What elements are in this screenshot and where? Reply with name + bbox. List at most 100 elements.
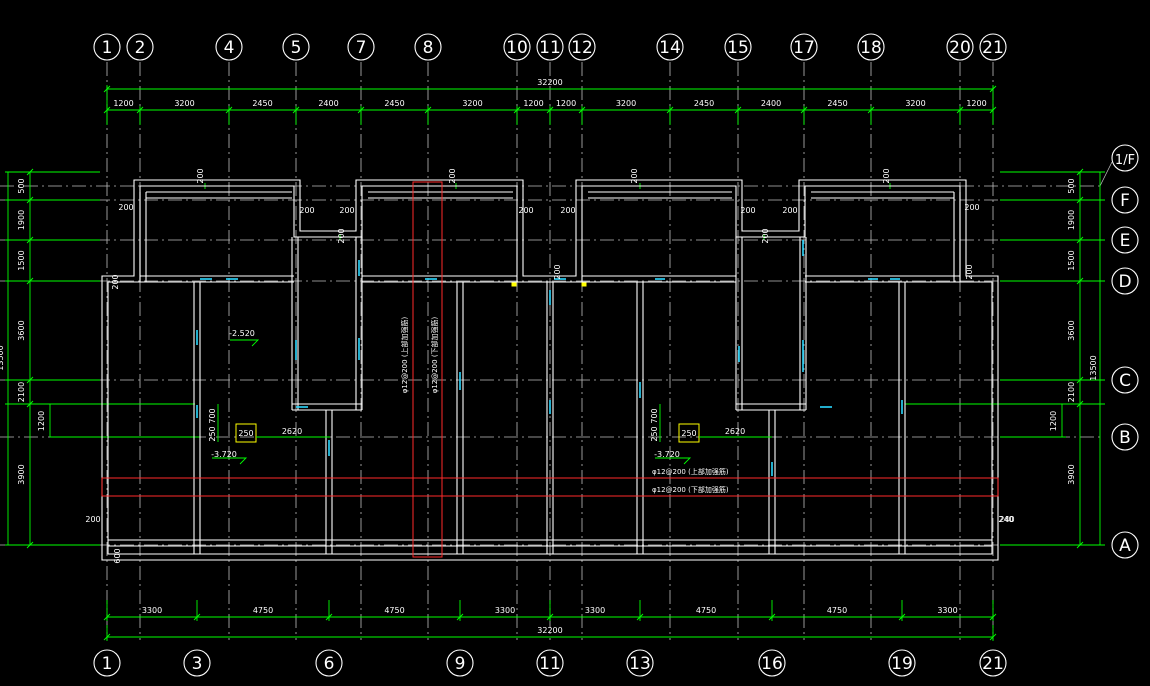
- marker-dot-b: [581, 282, 587, 287]
- left-segment-dimension: 3600: [17, 320, 26, 340]
- bottom-axis-bubble: 3: [183, 649, 211, 677]
- bottom-axis-label: 9: [455, 654, 466, 674]
- right-axis-bubble: F: [1111, 186, 1139, 214]
- top-axis-bubble: 15: [724, 33, 752, 61]
- right-axis-bubble: D: [1111, 267, 1139, 295]
- right-segment-dimension: 3900: [1067, 464, 1076, 484]
- top-axis-label: 18: [860, 38, 882, 58]
- top-segment-dimension: 2450: [384, 99, 404, 108]
- top-segment-dimension: 2400: [761, 99, 781, 108]
- wall-thickness-tag: 200: [965, 264, 974, 279]
- left-segment-dimension: 1500: [17, 250, 26, 270]
- top-axis-label: 11: [539, 38, 561, 58]
- bottom-axis-bubble: 11: [536, 649, 564, 677]
- top-segment-dimension: 1200: [113, 99, 133, 108]
- right-segment-dimension: 3600: [1067, 320, 1076, 340]
- wall-thickness-tag: 200: [553, 264, 562, 279]
- top-axis-label: 10: [506, 38, 528, 58]
- wall-thickness-tag: 200: [560, 206, 575, 215]
- top-segment-dimension: 3200: [616, 99, 636, 108]
- top-segment-dimension: 3200: [174, 99, 194, 108]
- bottom-segment-dimension: 4750: [253, 606, 273, 615]
- bottom-axis-label: 6: [324, 654, 335, 674]
- left-segment-dimension: 2100: [17, 382, 26, 402]
- bottom-segment-dimension: 3300: [142, 606, 162, 615]
- right-axis-bubble: 1/F: [1111, 144, 1139, 172]
- right-axis-label: E: [1120, 231, 1131, 251]
- bottom-overall-dimension: 32200: [537, 626, 562, 635]
- wall-thickness-tag: 200: [518, 206, 533, 215]
- wall-thickness-tag: 200: [964, 203, 979, 212]
- top-axis-label: 15: [727, 38, 749, 58]
- wall-thickness-tag: 200: [782, 206, 797, 215]
- horizontal-strip-note-bottom: φ12@200 (下部加强筋): [652, 485, 729, 494]
- top-segment-dimension: 3200: [905, 99, 925, 108]
- left-segment-dimension: 500: [17, 178, 26, 193]
- top-axis-label: 5: [291, 38, 302, 58]
- top-segment-dimension: 2450: [827, 99, 847, 108]
- vertical-reinforcement-strip: [412, 181, 443, 558]
- right-axis-label: F: [1120, 191, 1130, 211]
- level-markers: [235, 282, 700, 443]
- bottom-axis-label: 16: [761, 654, 783, 674]
- wall-openings: [196, 240, 903, 476]
- right-axis-label: 1/F: [1115, 153, 1135, 168]
- top-axis-bubble: 7: [347, 33, 375, 61]
- marker-box-a: [235, 423, 257, 443]
- bottom-axis-bubble: 16: [758, 649, 786, 677]
- bottom-axis-label: 3: [192, 654, 203, 674]
- right-axis-label: B: [1119, 428, 1131, 448]
- bottom-axis-label: 1: [102, 654, 113, 674]
- top-segment-dimension: 2400: [318, 99, 338, 108]
- wall-thickness-tag: 200: [118, 203, 133, 212]
- right-segment-dimension: 1900: [1067, 210, 1076, 230]
- wall-thickness-tag: 200: [339, 206, 354, 215]
- wall-thickness-tag: 200: [299, 206, 314, 215]
- right-inner-dimension: 1200: [1049, 411, 1058, 431]
- top-segment-dimension: 1200: [556, 99, 576, 108]
- top-axis-label: 7: [356, 38, 367, 58]
- right-segment-dimension: 500: [1067, 178, 1076, 193]
- wall-thickness-tag-right: 240: [999, 515, 1014, 524]
- wall-outlines: [101, 179, 999, 561]
- wall-thickness-tag: 200: [630, 168, 639, 183]
- left-segment-dimension: 1900: [17, 210, 26, 230]
- top-axis-label: 17: [793, 38, 815, 58]
- top-axis-label: 20: [949, 38, 971, 58]
- bottom-axis-bubble: 1: [93, 649, 121, 677]
- top-axis-label: 12: [571, 38, 593, 58]
- top-axis-bubble: 11: [536, 33, 564, 61]
- vertical-strip-note-bottom: φ12@200 (下部加强筋): [430, 316, 439, 393]
- right-axis-label: C: [1119, 371, 1131, 391]
- horizontal-strip-note-top: φ12@200 (上部加强筋): [652, 467, 729, 476]
- top-axis-bubble: 17: [790, 33, 818, 61]
- span-label-a: 2620: [282, 427, 302, 436]
- span-label-b: 2620: [725, 427, 745, 436]
- bottom-axis-label: 19: [891, 654, 913, 674]
- reinforcement-strips: [101, 181, 999, 558]
- bottom-axis-bubble: 6: [315, 649, 343, 677]
- right-axis-label: A: [1119, 536, 1131, 556]
- wall-thickness-tag: 200: [448, 168, 457, 183]
- wall-thickness-tag: 600: [113, 548, 122, 563]
- right-overall-dimension: 13500: [1089, 355, 1098, 380]
- top-axis-label: 21: [982, 38, 1004, 58]
- wall-thickness-tag: 200: [196, 168, 205, 183]
- top-axis-label: 4: [224, 38, 235, 58]
- top-axis-label: 2: [135, 38, 146, 58]
- wall-thickness-tag: 200: [882, 168, 891, 183]
- top-segment-dimension: 2450: [252, 99, 272, 108]
- level-label-b: -3.720: [211, 450, 237, 459]
- dimension-lines: [5, 85, 1105, 641]
- right-segment-dimension: 2100: [1067, 382, 1076, 402]
- small-dim-b2: 250: [650, 426, 659, 441]
- top-axis-bubble: 20: [946, 33, 974, 61]
- wall-thickness-tag: 200: [761, 228, 770, 243]
- top-overall-dimension: 32200: [537, 78, 562, 87]
- top-segment-dimension: 1200: [523, 99, 543, 108]
- wall-thickness-tag: 200: [740, 206, 755, 215]
- bottom-axis-bubble: 9: [446, 649, 474, 677]
- small-dim-a2: 250: [208, 426, 217, 441]
- top-axis-bubble: 2: [126, 33, 154, 61]
